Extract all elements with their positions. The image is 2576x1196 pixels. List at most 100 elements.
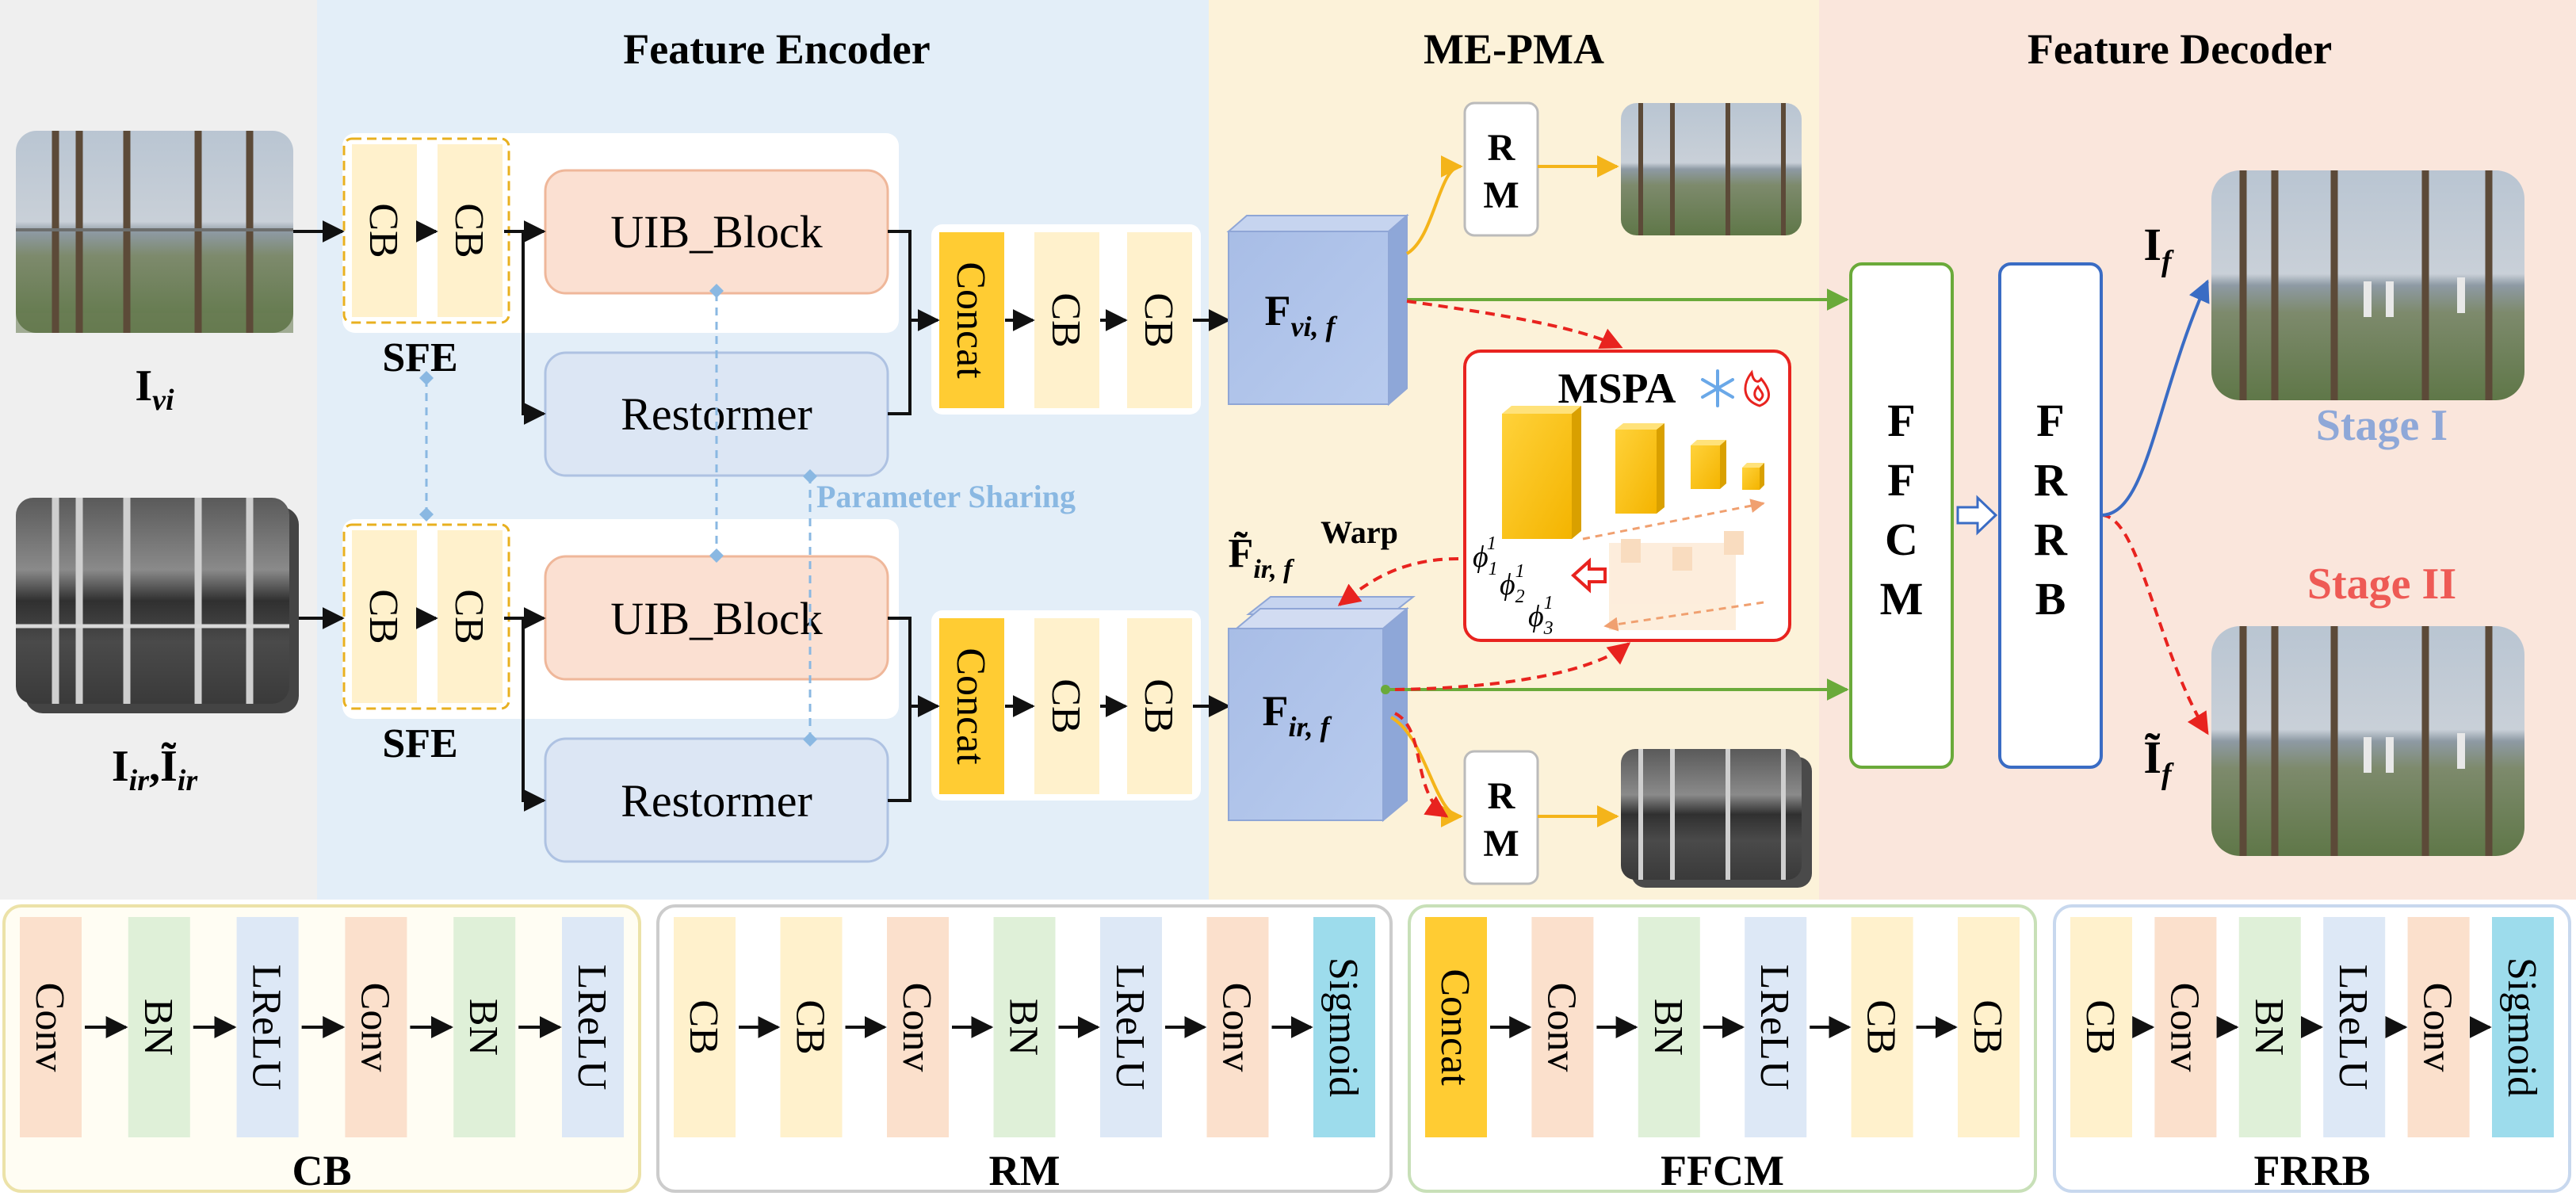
green-branch-dot xyxy=(1381,685,1390,694)
orange-connectors xyxy=(1389,155,1619,827)
snowflake-icon xyxy=(1701,369,1734,407)
ffcm-box xyxy=(1849,262,1954,769)
legend-rm-block-4 xyxy=(993,917,1056,1137)
fused-output-label-stage2: Ĩf xyxy=(2143,732,2174,791)
legend-frrb-block-4 xyxy=(2323,917,2386,1137)
flame-icon xyxy=(1744,369,1770,407)
visible-input-label: Ivi xyxy=(135,361,174,417)
legend-cb-block-3 xyxy=(236,917,299,1137)
feature-pyramid xyxy=(1502,406,1764,539)
uib-block-top-label: UIB_Block xyxy=(610,206,822,258)
legend-cb-block-2 xyxy=(128,917,190,1137)
legend-frrb-block-label-3: BN xyxy=(2246,999,2291,1056)
encoder-arrows xyxy=(293,220,1231,812)
legend-ffcm-block-2 xyxy=(1531,917,1594,1137)
red-dashed-connectors xyxy=(1337,300,2209,818)
green-connectors xyxy=(1385,288,1849,701)
legend-ffcm-block-label-5: CB xyxy=(1859,999,1904,1054)
restormer-bottom-label: Restormer xyxy=(621,775,812,827)
sfe-top-label: SFE xyxy=(382,335,457,380)
concat-bottom-cb1-label: CB xyxy=(1043,678,1088,733)
frrb-letter-2: R xyxy=(2034,454,2068,506)
legend-cb-block-4 xyxy=(345,917,407,1137)
fused-output-label-stage1: If xyxy=(2143,219,2174,278)
legend-ffcm-block-label-3: BN xyxy=(1645,999,1691,1056)
concat-bottom-cb1 xyxy=(1034,618,1099,794)
stage2-label: Stage II xyxy=(2307,560,2456,609)
infrared-input-image xyxy=(16,498,299,713)
sfe-top-cb2-label: CB xyxy=(446,203,491,258)
legend-frrb-block-1 xyxy=(2070,917,2132,1137)
legend-frrb-block-label-6: Sigmoid xyxy=(2499,957,2544,1097)
phi-1-label: ϕ11 xyxy=(1473,533,1496,579)
concat-top-cb1 xyxy=(1034,232,1099,408)
feature-visible-label: Fvi, f xyxy=(1265,287,1338,342)
ffcm-letter-4: M xyxy=(1880,573,1924,625)
infrared-input-label: Iir,Ĩir xyxy=(112,742,199,797)
ffcm-letter-2: F xyxy=(1887,454,1915,506)
reconstructed-visible-image xyxy=(1621,103,1802,235)
legend-ffcm-block-label-2: Conv xyxy=(1538,983,1584,1072)
rm-top-r: R xyxy=(1488,127,1516,169)
ffcm-letter-1: F xyxy=(1887,395,1915,446)
parameter-sharing-links xyxy=(425,293,812,739)
rm-top-box xyxy=(1463,101,1539,237)
legend-cb-block-label-6: LReLU xyxy=(569,965,614,1091)
legend-ffcm-block-4 xyxy=(1745,917,1807,1137)
legend-cb-block-label-5: BN xyxy=(461,999,506,1056)
legend-ffcm-block-5 xyxy=(1851,917,1913,1137)
concat-bottom-cb2-label: CB xyxy=(1136,678,1181,733)
sfe-bottom-label: SFE xyxy=(382,721,457,766)
legend-rm-block-label-2: CB xyxy=(788,999,833,1054)
warped-feature-label: F̃ir, f xyxy=(1229,531,1296,584)
legend-frrb-block-3 xyxy=(2238,917,2301,1137)
parameter-sharing-label: Parameter Sharing xyxy=(816,479,1076,514)
rm-bottom-m: M xyxy=(1483,823,1519,865)
legend-rm-block-5 xyxy=(1100,917,1162,1137)
concat-bottom-label: Concat xyxy=(948,648,993,765)
sfe-bottom-cb1 xyxy=(352,530,417,703)
legend-cb-block-5 xyxy=(453,917,516,1137)
concat-top-label: Concat xyxy=(948,262,993,379)
phi-3-label: ϕ31 xyxy=(1528,593,1554,639)
legend-frrb-block-2 xyxy=(2154,917,2217,1137)
sfe-bottom-cb2 xyxy=(438,530,503,703)
concat-top xyxy=(939,232,1004,408)
legend-cb-block-label-1: Conv xyxy=(27,983,72,1072)
legend-cb-block-1 xyxy=(20,917,82,1137)
uib-block-bottom-label: UIB_Block xyxy=(610,593,822,644)
mspa-output-arrow-icon xyxy=(1571,557,1607,594)
legend-ffcm-block-3 xyxy=(1638,917,1700,1137)
sfe-top-cb1 xyxy=(352,144,417,317)
stage1-label: Stage I xyxy=(2316,401,2448,450)
legend-cb-block-label-3: LReLU xyxy=(244,965,289,1091)
frrb-letter-4: B xyxy=(2035,573,2066,625)
fused-image-stage1 xyxy=(2211,170,2524,400)
legend-frrb-title: FRRB xyxy=(2254,1147,2371,1194)
parameter-sharing-nodes xyxy=(419,284,817,747)
blue-connector xyxy=(2100,279,2210,517)
sfe-top-cb2 xyxy=(438,144,503,317)
legend-frrb-block-6 xyxy=(2492,917,2554,1137)
legend-frrb-block-label-4: LReLU xyxy=(2330,965,2375,1091)
mepma-title: ME-PMA xyxy=(1424,25,1604,73)
sfe-bottom-cb1-label: CB xyxy=(361,589,406,644)
concat-top-cb1-label: CB xyxy=(1043,292,1088,347)
concat-top-cb2-label: CB xyxy=(1136,292,1181,347)
legend-rm-block-label-7: Sigmoid xyxy=(1320,957,1366,1097)
legend-cb-block-label-4: Conv xyxy=(352,983,397,1072)
legend-rm-block-1 xyxy=(674,917,736,1137)
legend-frrb-block-5 xyxy=(2407,917,2470,1137)
legend-cb-block-6 xyxy=(562,917,624,1137)
rm-bottom-r: R xyxy=(1488,775,1516,817)
frrb-letter-3: R xyxy=(2034,514,2068,565)
legend-rm-title: RM xyxy=(989,1147,1061,1194)
legend-rm-block-2 xyxy=(780,917,843,1137)
legend-rm-block-label-3: Conv xyxy=(894,983,939,1072)
sfe-top-cb1-label: CB xyxy=(361,203,406,258)
legend-ffcm-block-1 xyxy=(1425,917,1487,1137)
